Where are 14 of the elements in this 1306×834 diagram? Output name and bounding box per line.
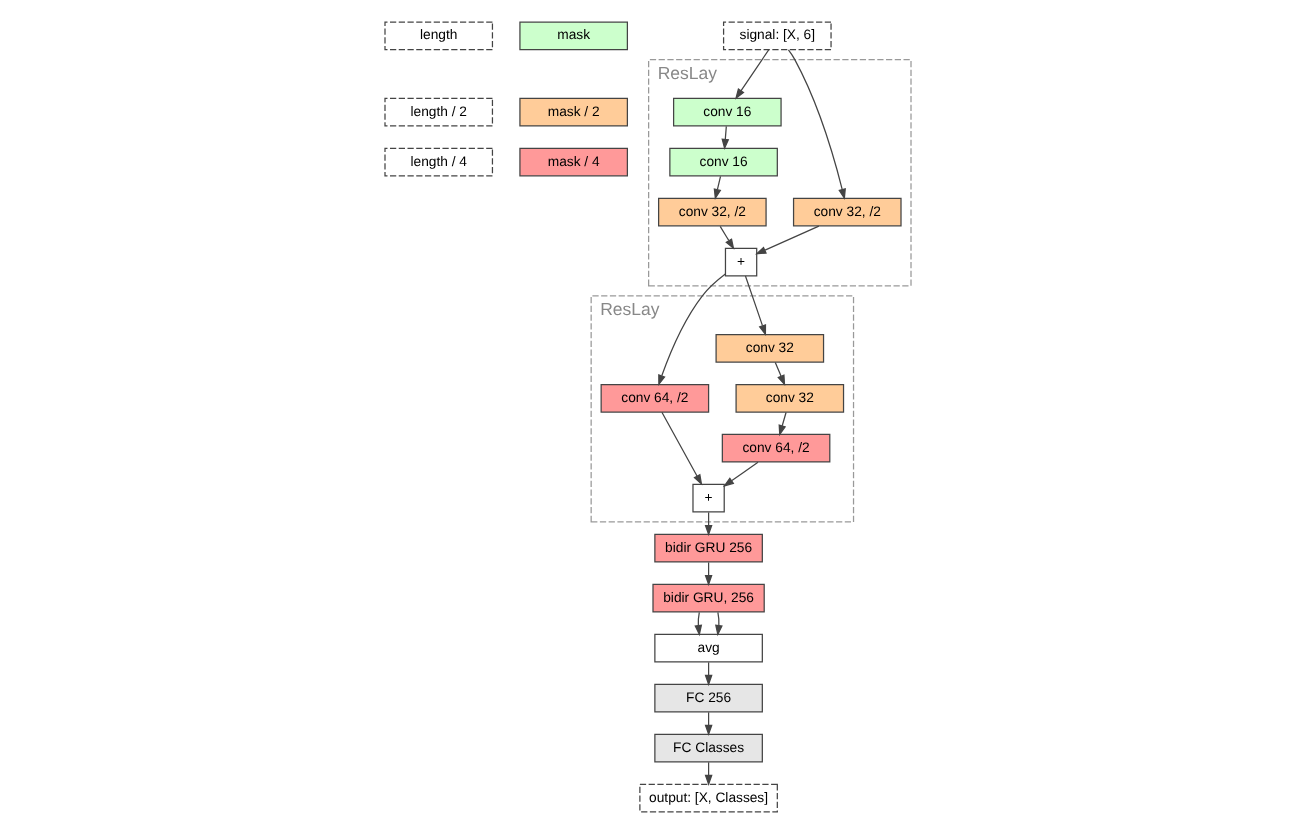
arrow: [744, 275, 767, 336]
arrow: [774, 361, 786, 387]
arrow: [661, 411, 703, 486]
arrow: [658, 273, 726, 386]
arrow: [694, 611, 703, 637]
arrow: [721, 125, 730, 151]
arrow: [755, 225, 820, 255]
arrow: [719, 225, 735, 250]
arrow: [778, 411, 787, 437]
arrow: [722, 461, 759, 487]
arrow: [715, 611, 723, 637]
arrow: [787, 49, 846, 200]
arrow: [734, 49, 770, 100]
arrow: [713, 175, 722, 201]
